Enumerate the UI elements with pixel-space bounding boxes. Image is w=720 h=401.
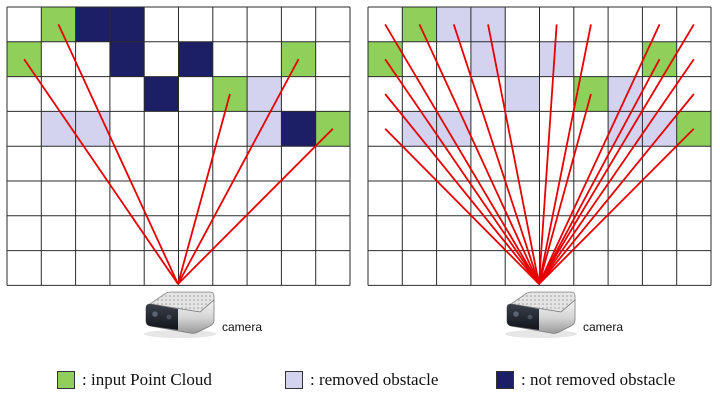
ray-line (452, 24, 540, 285)
legend-label-input-point-cloud: : input Point Cloud (82, 370, 212, 389)
ray-line (57, 24, 179, 285)
ray-line (177, 128, 334, 285)
ray-line (538, 58, 661, 285)
camera-grille (148, 291, 215, 313)
ray-line (538, 58, 695, 285)
ray-line (538, 93, 695, 285)
camera-label: camera (583, 320, 623, 334)
ray-line (177, 93, 231, 285)
cell-removed-obstacle (642, 111, 677, 147)
cell-input-point-cloud (642, 41, 677, 77)
camera-lens (512, 310, 520, 318)
cell-removed-obstacle (402, 111, 437, 147)
cell-not-removed-obstacle (109, 7, 145, 42)
cell-removed-obstacle (247, 76, 282, 112)
grid-panel-left: camera (6, 6, 351, 338)
cell-not-removed-obstacle (75, 7, 110, 42)
camera-grille (509, 291, 576, 313)
camera-lens (151, 310, 159, 318)
ray-line (177, 58, 300, 285)
ray-line (384, 93, 540, 285)
cell-removed-obstacle (75, 111, 110, 147)
cell-removed-obstacle (505, 76, 540, 112)
camera-lens (527, 314, 533, 320)
ray-line (538, 24, 592, 285)
ray-line (384, 23, 540, 285)
grid-lines (6, 6, 351, 286)
cell-input-point-cloud (212, 76, 248, 112)
ray-line (538, 128, 695, 285)
ray-line (384, 58, 540, 285)
ray-group (23, 24, 334, 285)
cell-removed-obstacle (539, 41, 574, 77)
legend-swatch-input-point-cloud (57, 371, 75, 389)
ray-line (538, 24, 558, 285)
cell-removed-obstacle (41, 111, 76, 147)
cell-input-point-cloud (402, 7, 437, 42)
cell-removed-obstacle (470, 41, 506, 77)
cell-removed-obstacle (608, 76, 643, 112)
ray-line (487, 24, 540, 285)
cell-input-point-cloud (41, 7, 76, 42)
legend-label-removed-obstacle: : removed obstacle (310, 370, 439, 389)
legend-swatch-removed-obstacle (285, 371, 303, 389)
ray-line (418, 24, 540, 285)
ray-line (538, 93, 592, 285)
camera-label: camera (222, 320, 262, 334)
camera-icon (505, 291, 577, 338)
ray-line (384, 128, 540, 285)
legend-swatch-not-removed-obstacle (496, 371, 514, 389)
legend-label-not-removed-obstacle: : not removed obstacle (521, 370, 676, 389)
ray-line (538, 23, 695, 285)
cell-not-removed-obstacle (109, 41, 145, 77)
cell-input-point-cloud (281, 41, 316, 77)
cell-removed-obstacle (247, 111, 282, 147)
cell-input-point-cloud (7, 41, 42, 77)
grid-panel-right: camera (367, 6, 712, 338)
ray-line (538, 24, 661, 285)
camera-front (146, 304, 178, 330)
camera-front (507, 304, 539, 330)
camera-icon (144, 291, 216, 338)
ray-line (23, 58, 179, 285)
camera-lens (166, 314, 172, 320)
cell-not-removed-obstacle (281, 111, 316, 147)
cell-input-point-cloud (368, 41, 403, 77)
cell-not-removed-obstacle (144, 76, 179, 112)
ray-group (384, 23, 695, 285)
cell-not-removed-obstacle (178, 41, 213, 77)
